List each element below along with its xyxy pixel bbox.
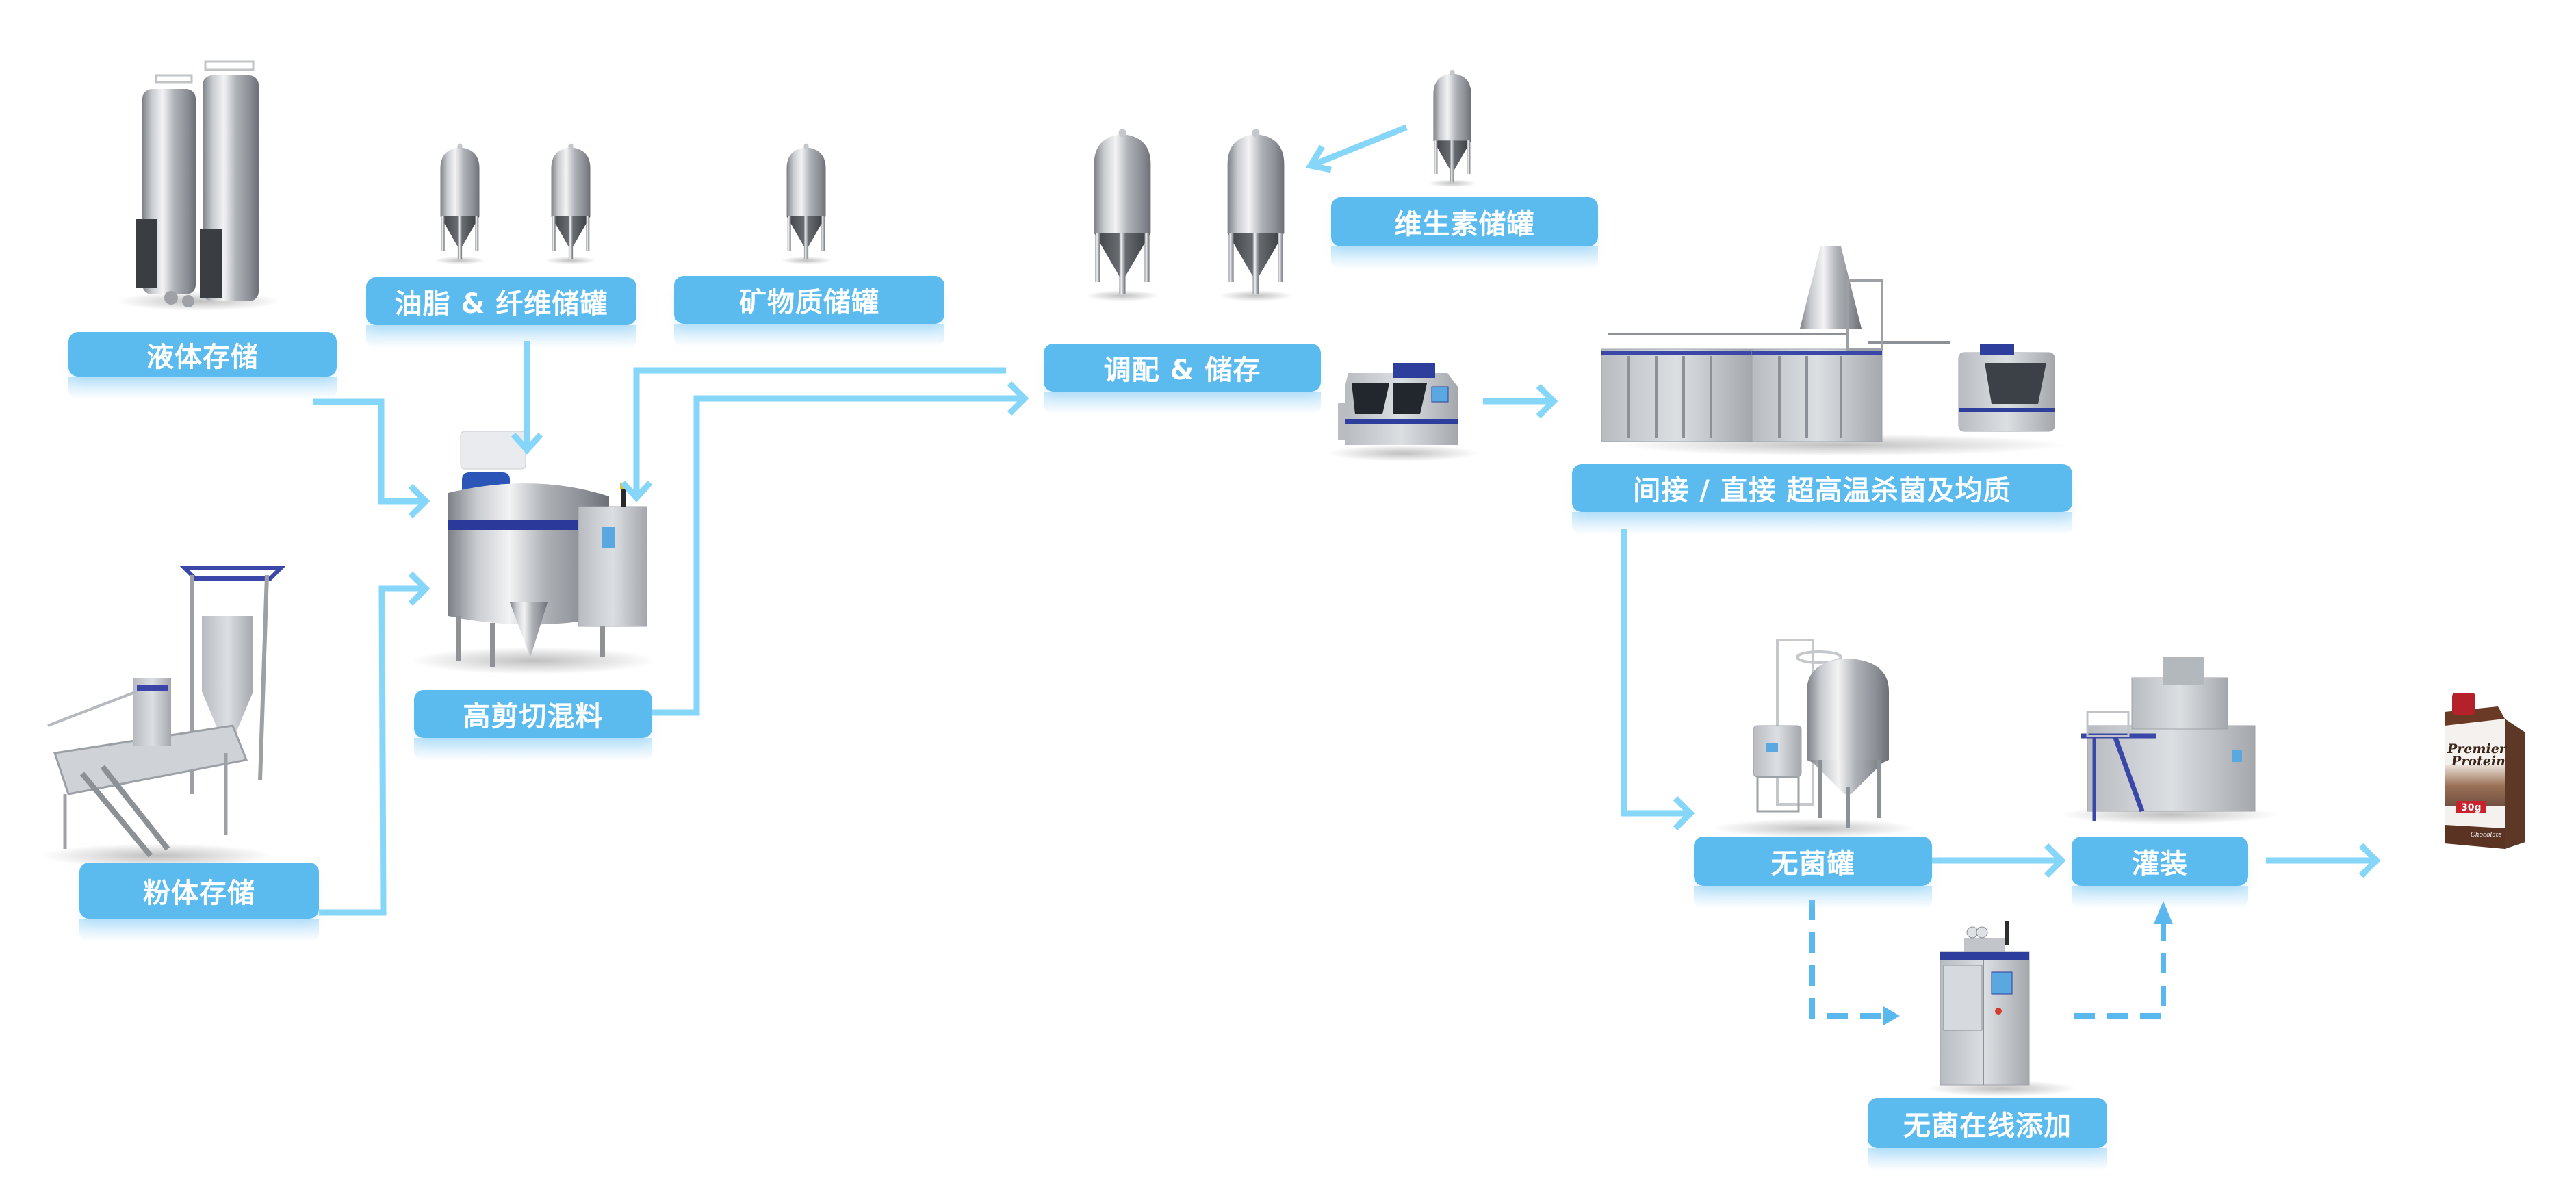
vitamin-tank-icon <box>1428 69 1477 188</box>
flow-blending-to-mixer-arrowhead <box>620 480 653 502</box>
label-uht-homogenization[interactable]: 间接 / 直接 超高温杀菌及均质 <box>1572 464 2072 535</box>
flow-vitamin-to-blending <box>1313 124 1408 168</box>
flow-liquid-to-mixer-arrowhead <box>408 483 430 519</box>
flow-uht-to-aseptic-tank-arrowhead <box>1673 795 1695 831</box>
powder-station-icon <box>41 566 286 868</box>
flow-filling-to-product-arrowhead <box>2358 843 2381 878</box>
flow-uht-to-aseptic-tank <box>1621 529 1689 817</box>
flow-blending-to-mixer <box>633 367 1006 496</box>
label-high-shear-mixing[interactable]: 高剪切混料 <box>414 690 652 761</box>
flow-mixer-to-blending <box>652 395 1023 716</box>
label-filling[interactable]: 灌装 <box>2072 837 2248 909</box>
carton-brand-line1: Premier <box>2447 741 2508 756</box>
flow-vitamin-to-blending-arrowhead <box>1305 144 1332 173</box>
flow-mixer-to-blending-arrowhead <box>1007 381 1029 416</box>
inline-dosing-icon <box>1927 921 2077 1097</box>
flow-powder-to-mixer <box>319 585 424 916</box>
high-shear-mixer-icon <box>411 431 657 674</box>
label-blending-storage[interactable]: 调配 & 储存 <box>1044 344 1321 415</box>
label-powder-storage[interactable]: 粉体存储 <box>79 863 319 942</box>
flow-oil-fiber-to-mixer-arrowhead <box>511 432 543 455</box>
label-mineral-tank[interactable]: 矿物质储罐 <box>674 276 944 347</box>
flow-dosing-to-filling-arrowhead <box>2154 901 2173 924</box>
flow-aseptic-tank-to-dosing-arrowhead <box>1883 1006 1900 1025</box>
label-liquid-storage[interactable]: 液体存储 <box>68 332 337 400</box>
flow-liquid-to-mixer <box>313 398 424 505</box>
flow-homogenizer-to-uht-arrowhead <box>1536 383 1558 419</box>
flow-aseptic-tank-to-dosing <box>1809 900 1885 1019</box>
carton-icon <box>2445 693 2525 849</box>
fat-fiber-tank-icon <box>434 143 597 264</box>
label-vitamin-tank[interactable]: 维生素储罐 <box>1331 197 1598 270</box>
carton-brand-line2: Protein <box>2451 754 2506 769</box>
carton-flavor: Chocolate <box>2471 832 2502 839</box>
blending-tank-icon <box>1085 129 1293 301</box>
label-aseptic-inline-dosing[interactable]: 无菌在线添加 <box>1868 1098 2107 1171</box>
carton-protein-amount: 30g <box>2461 802 2482 813</box>
flow-dosing-to-filling <box>2074 924 2166 1019</box>
uht-plant-icon <box>1601 246 2067 456</box>
label-oil-fiber-tanks[interactable]: 油脂 & 纤维储罐 <box>366 277 636 348</box>
tall-silo-icon <box>116 60 281 311</box>
aseptic-tank-icon <box>1711 639 1916 838</box>
mineral-tank-icon <box>780 143 832 264</box>
flow-powder-to-mixer-arrowhead <box>408 571 430 607</box>
filling-machine-icon <box>2060 657 2279 824</box>
flow-aseptic-tank-to-filling-arrowhead <box>2044 843 2066 878</box>
homogenizer-icon <box>1328 363 1478 461</box>
label-aseptic-tank[interactable]: 无菌罐 <box>1694 837 1932 909</box>
